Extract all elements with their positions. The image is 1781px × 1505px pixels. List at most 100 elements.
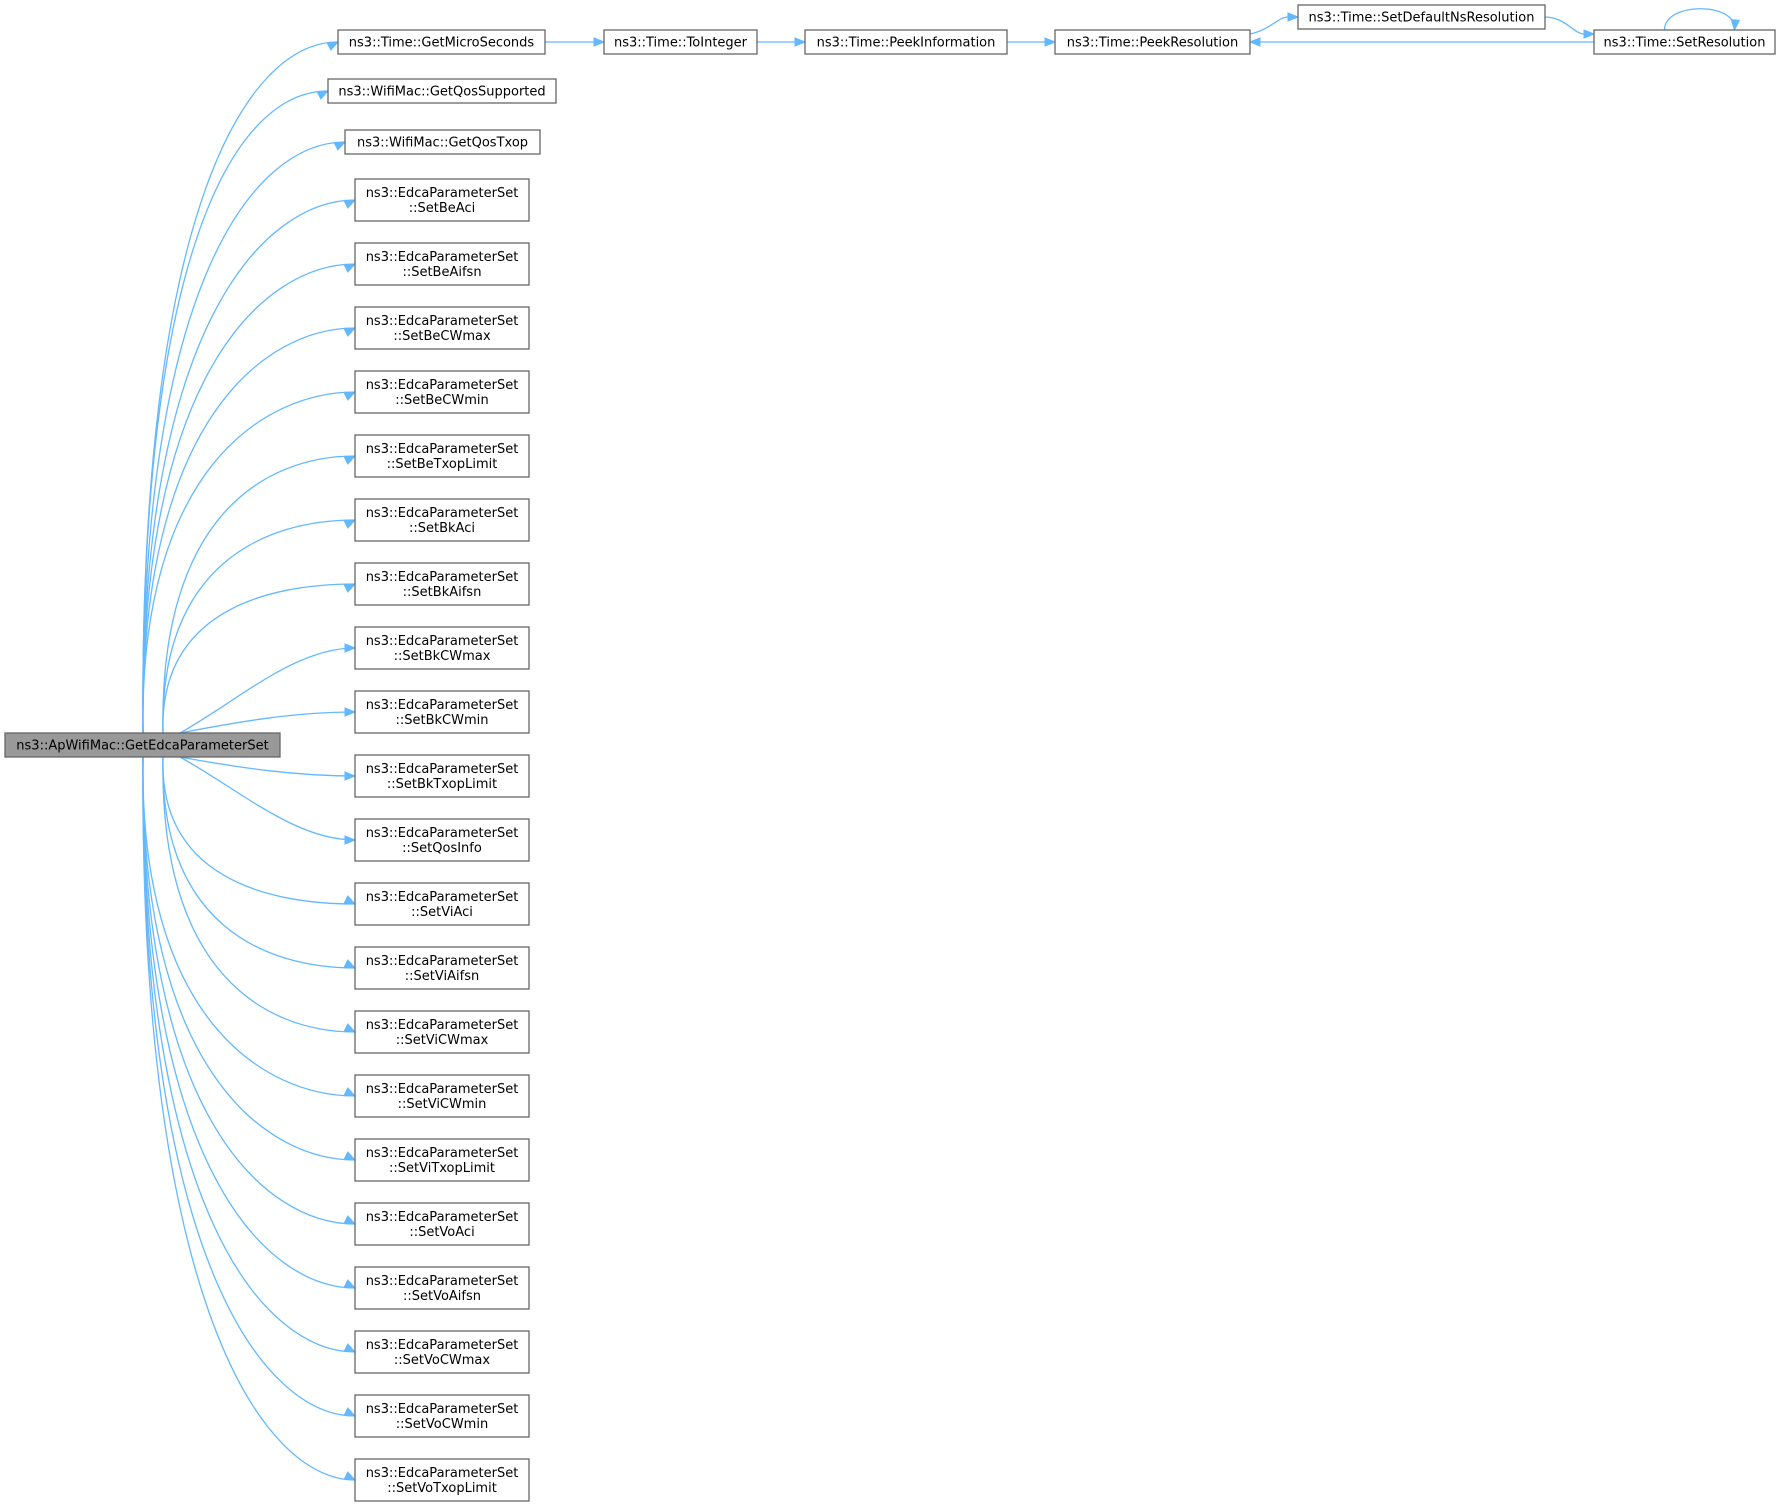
- edge-toInt-peekInfo: [757, 37, 807, 47]
- node-label: ns3::EdcaParameterSet: [366, 1018, 519, 1033]
- node-label: ns3::EdcaParameterSet: [366, 186, 519, 201]
- node-label: ns3::EdcaParameterSet: [366, 1402, 519, 1417]
- node-label: ::SetViCWmax: [396, 1033, 489, 1048]
- node-label: ns3::EdcaParameterSet: [366, 762, 519, 777]
- node-box: [354, 690, 530, 734]
- node-box: [354, 1394, 530, 1438]
- edge-root-voTxop: [142, 756, 357, 1481]
- node-voAifsn[interactable]: ns3::EdcaParameterSet::SetVoAifsn: [354, 1266, 530, 1310]
- node-label: ns3::EdcaParameterSet: [366, 698, 519, 713]
- node-bkAifsn[interactable]: ns3::EdcaParameterSet::SetBkAifsn: [354, 562, 530, 606]
- node-voCWmax[interactable]: ns3::EdcaParameterSet::SetVoCWmax: [354, 1330, 530, 1374]
- node-label: ns3::EdcaParameterSet: [366, 1146, 519, 1161]
- arrowhead: [343, 1407, 357, 1417]
- edge-root-viCWmax: [162, 756, 357, 1033]
- node-box: [1297, 4, 1546, 30]
- node-qosTxop[interactable]: ns3::WifiMac::GetQosTxop: [344, 129, 541, 155]
- node-toInt[interactable]: ns3::Time::ToInteger: [603, 29, 758, 55]
- node-label: ns3::Time::ToInteger: [614, 36, 748, 51]
- node-box: [354, 1074, 530, 1118]
- node-label: ns3::EdcaParameterSet: [366, 634, 519, 649]
- node-viAifsn[interactable]: ns3::EdcaParameterSet::SetViAifsn: [354, 946, 530, 990]
- node-label: ::SetBeAifsn: [402, 265, 481, 280]
- node-box: [4, 732, 281, 758]
- node-label: ns3::Time::PeekResolution: [1067, 36, 1238, 51]
- node-box: [344, 129, 541, 155]
- node-box: [1593, 29, 1776, 55]
- arrowhead: [343, 1343, 357, 1353]
- node-getMicro[interactable]: ns3::Time::GetMicroSeconds: [337, 29, 546, 55]
- node-box: [354, 1330, 530, 1374]
- node-label: ::SetVoAci: [409, 1225, 474, 1240]
- edge-root-qosSup: [142, 90, 330, 734]
- node-beCWmax[interactable]: ns3::EdcaParameterSet::SetBeCWmax: [354, 306, 530, 350]
- node-box: [337, 29, 546, 55]
- node-box: [354, 562, 530, 606]
- node-label: ::SetVoCWmax: [394, 1353, 491, 1368]
- node-bkCWmin[interactable]: ns3::EdcaParameterSet::SetBkCWmin: [354, 690, 530, 734]
- arrowhead: [344, 707, 357, 717]
- node-viTxop[interactable]: ns3::EdcaParameterSet::SetViTxopLimit: [354, 1138, 530, 1182]
- node-viCWmin[interactable]: ns3::EdcaParameterSet::SetViCWmin: [354, 1074, 530, 1118]
- node-label: ns3::Time::PeekInformation: [817, 36, 996, 51]
- arrowhead: [344, 771, 357, 781]
- arrowhead: [794, 37, 807, 47]
- node-label: ::SetBkCWmin: [396, 713, 489, 728]
- arrowhead: [593, 37, 606, 47]
- node-box: [354, 1458, 530, 1502]
- arrowhead: [343, 583, 357, 593]
- edge-peekRes-setDefNs: [1249, 12, 1300, 35]
- node-viAci[interactable]: ns3::EdcaParameterSet::SetViAci: [354, 882, 530, 926]
- node-voAci[interactable]: ns3::EdcaParameterSet::SetVoAci: [354, 1202, 530, 1246]
- edge-root-beAifsn: [142, 263, 357, 734]
- node-root[interactable]: ns3::ApWifiMac::GetEdcaParameterSet: [4, 732, 281, 758]
- arrowhead: [344, 835, 357, 845]
- arrowhead: [343, 263, 357, 273]
- arrowhead: [1583, 29, 1596, 39]
- node-label: ::SetQosInfo: [402, 841, 482, 856]
- edge-root-beCWmin: [142, 391, 357, 734]
- node-setRes[interactable]: ns3::Time::SetResolution: [1593, 29, 1776, 55]
- node-peekRes[interactable]: ns3::Time::PeekResolution: [1054, 29, 1251, 55]
- arrowhead: [343, 391, 357, 401]
- node-label: ns3::EdcaParameterSet: [366, 442, 519, 457]
- node-bkTxop[interactable]: ns3::EdcaParameterSet::SetBkTxopLimit: [354, 754, 530, 798]
- node-beAci[interactable]: ns3::EdcaParameterSet::SetBeAci: [354, 178, 530, 222]
- arrowhead: [1044, 37, 1057, 47]
- arrowhead: [1248, 37, 1261, 47]
- node-label: ::SetBeCWmax: [393, 329, 491, 344]
- edge-root-qosInfo: [179, 756, 357, 845]
- node-box: [327, 78, 557, 104]
- node-peekInfo[interactable]: ns3::Time::PeekInformation: [804, 29, 1008, 55]
- node-label: ::SetBkAci: [409, 521, 475, 536]
- node-box: [354, 1202, 530, 1246]
- edge-root-bkAci: [162, 519, 357, 734]
- node-label: ::SetBkAifsn: [403, 585, 482, 600]
- node-label: ns3::EdcaParameterSet: [366, 314, 519, 329]
- node-qosInfo[interactable]: ns3::EdcaParameterSet::SetQosInfo: [354, 818, 530, 862]
- edge-setRes-setRes: [1663, 8, 1741, 32]
- arrowhead: [1730, 19, 1741, 32]
- node-setDefNs[interactable]: ns3::Time::SetDefaultNsResolution: [1297, 4, 1546, 30]
- edge-root-bkCWmin: [179, 707, 357, 734]
- edge-root-viAifsn: [162, 756, 357, 969]
- edge-root-viAci: [162, 756, 357, 905]
- node-box: [603, 29, 758, 55]
- node-qosSup[interactable]: ns3::WifiMac::GetQosSupported: [327, 78, 557, 104]
- node-beCWmin[interactable]: ns3::EdcaParameterSet::SetBeCWmin: [354, 370, 530, 414]
- node-bkCWmax[interactable]: ns3::EdcaParameterSet::SetBkCWmax: [354, 626, 530, 670]
- node-voCWmin[interactable]: ns3::EdcaParameterSet::SetVoCWmin: [354, 1394, 530, 1438]
- node-beTxop[interactable]: ns3::EdcaParameterSet::SetBeTxopLimit: [354, 434, 530, 478]
- node-voTxop[interactable]: ns3::EdcaParameterSet::SetVoTxopLimit: [354, 1458, 530, 1502]
- arrowhead: [343, 959, 357, 969]
- edge-getMicro-toInt: [545, 37, 606, 47]
- node-viCWmax[interactable]: ns3::EdcaParameterSet::SetViCWmax: [354, 1010, 530, 1054]
- node-label: ::SetViAifsn: [405, 969, 479, 984]
- node-bkAci[interactable]: ns3::EdcaParameterSet::SetBkAci: [354, 498, 530, 542]
- edge-root-qosTxop: [142, 141, 347, 734]
- edge-peekInfo-peekRes: [1007, 37, 1057, 47]
- node-label: ::SetBkTxopLimit: [387, 777, 497, 792]
- node-beAifsn[interactable]: ns3::EdcaParameterSet::SetBeAifsn: [354, 242, 530, 286]
- node-box: [354, 818, 530, 862]
